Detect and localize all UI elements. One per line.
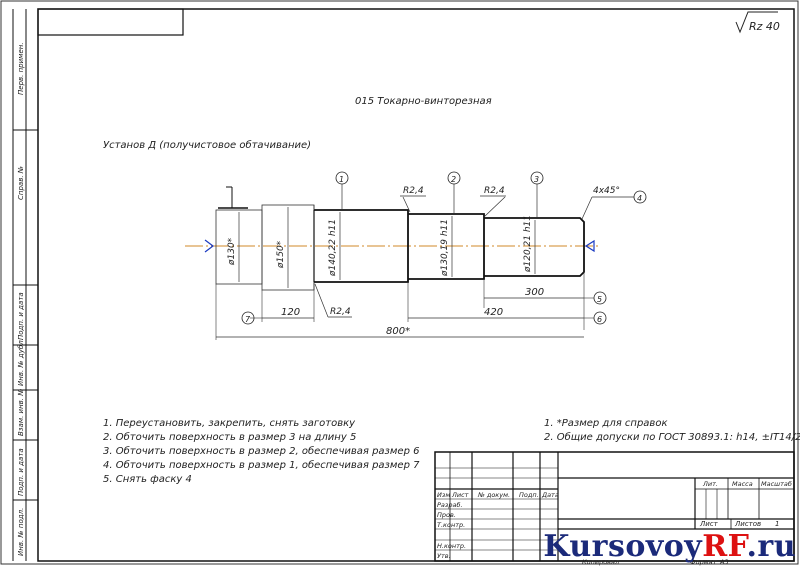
diameter-label: ø120,21 h11 <box>523 215 533 273</box>
callout-number: 5 <box>597 295 602 304</box>
title-block-label: Лист <box>699 520 719 528</box>
length-label: 420 <box>484 307 503 318</box>
note-text: 1. *Размер для справок <box>544 418 667 429</box>
title-block-label: Утв. <box>437 552 451 560</box>
section-5 <box>484 217 585 277</box>
diameter-label: ø150* <box>276 240 286 269</box>
step-text: 5. Снять фаску 4 <box>103 474 192 485</box>
title-block-label: Н.контр. <box>437 542 466 550</box>
note-text: 2. Общие допуски по ГОСТ 30893.1: h14, ±… <box>544 431 800 443</box>
watermark-part: Kursovoy <box>543 529 703 564</box>
title-block-label: Изм <box>437 491 450 499</box>
operation-title: 015 Токарно-винторезная <box>355 96 492 107</box>
roughness-mark: Rz 40 <box>735 11 780 34</box>
strip-label: Взам. инв. № <box>17 388 25 436</box>
watermark-part: RF <box>702 529 747 564</box>
strip-label: Справ. № <box>17 166 25 200</box>
title-block-label: Листов <box>734 520 761 528</box>
strip-label: Перв. примен. <box>17 42 25 95</box>
radius-label: R2,4 <box>484 186 505 196</box>
diameter-label: ø130* <box>227 237 237 266</box>
step-text: 4. Обточить поверхность в размер 1, обес… <box>103 459 420 471</box>
title-block-value: 1 <box>775 520 779 528</box>
chamfer-label: 4x45° <box>593 186 620 196</box>
length-label: 120 <box>281 307 300 318</box>
title-block-label: Формат <box>690 558 717 566</box>
radius-label: R2,4 <box>330 307 351 317</box>
title-block-label: Лит. <box>702 480 718 488</box>
length-label: 300 <box>525 287 544 298</box>
title-block-label: Разраб. <box>437 501 463 509</box>
diameter-label: ø130,19 h11 <box>440 219 450 277</box>
diameter-label: ø140,22 h11 <box>328 219 338 277</box>
title-block-labels: Изм Лист № докум. Подп. Дата Разраб. Про… <box>437 480 792 566</box>
section-3 <box>314 209 409 283</box>
right-center-arrow <box>584 239 595 253</box>
watermark-logo: KursovoyRF.ru <box>543 529 796 564</box>
title-block-label: Пров. <box>437 511 456 519</box>
step-text: 3. Обточить поверхность в размер 2, обес… <box>103 445 419 457</box>
strip-label: Инв. № дубл. <box>17 338 25 386</box>
callout-number: 6 <box>597 315 602 324</box>
title-block-label: Масса <box>732 480 753 488</box>
top-left-stamp <box>37 8 184 36</box>
step-text: 2. Обточить поверхность в размер 3 на дл… <box>103 431 356 443</box>
operation-steps: 1. Переустановить, закрепить, снять заго… <box>103 418 420 485</box>
strip-label: Подп. и дата <box>17 448 25 496</box>
callout-number: 7 <box>245 315 251 324</box>
left-strip: Перв. примен. Справ. № Подп. и дата Инв.… <box>12 9 38 561</box>
setup-title: Установ Д (получистовое обтачивание) <box>103 139 311 151</box>
strip-label: Подп. и дата <box>17 292 25 340</box>
strip-label: Инв. № подл. <box>17 508 25 556</box>
callout-number: 4 <box>637 194 642 203</box>
callout-number: 3 <box>534 175 539 184</box>
title-block-label: Копировал <box>582 558 619 566</box>
title-block-label: Т.контр. <box>437 521 465 529</box>
roughness-value: Rz 40 <box>749 20 780 33</box>
callout-6 <box>593 311 607 325</box>
title-block-label: Дата <box>541 491 559 499</box>
title-block-label: № докум. <box>477 491 510 499</box>
title-block-value: A3 <box>719 558 729 566</box>
title-block-label: Лист <box>451 491 469 499</box>
watermark-part: .ru <box>746 529 796 564</box>
callout-number: 1 <box>339 175 344 184</box>
length-label: 800* <box>386 326 410 337</box>
title-block <box>434 451 795 562</box>
radius-label: R2,4 <box>403 186 424 196</box>
title-block-label: Масштаб <box>761 480 792 488</box>
section-4 <box>408 213 485 280</box>
technical-notes: 1. *Размер для справок 2. Общие допуски … <box>544 418 800 443</box>
shaft-drawing: ø130* ø150* ø140,22 h11 ø130,19 h11 ø120… <box>185 171 647 340</box>
callout-7 <box>241 311 255 325</box>
callout-4 <box>633 190 647 204</box>
callout-number: 2 <box>451 175 456 184</box>
step-text: 1. Переустановить, закрепить, снять заго… <box>103 418 356 429</box>
title-block-label: Подп. <box>519 491 539 499</box>
left-center-arrow <box>204 239 214 253</box>
callout-5 <box>593 291 607 305</box>
